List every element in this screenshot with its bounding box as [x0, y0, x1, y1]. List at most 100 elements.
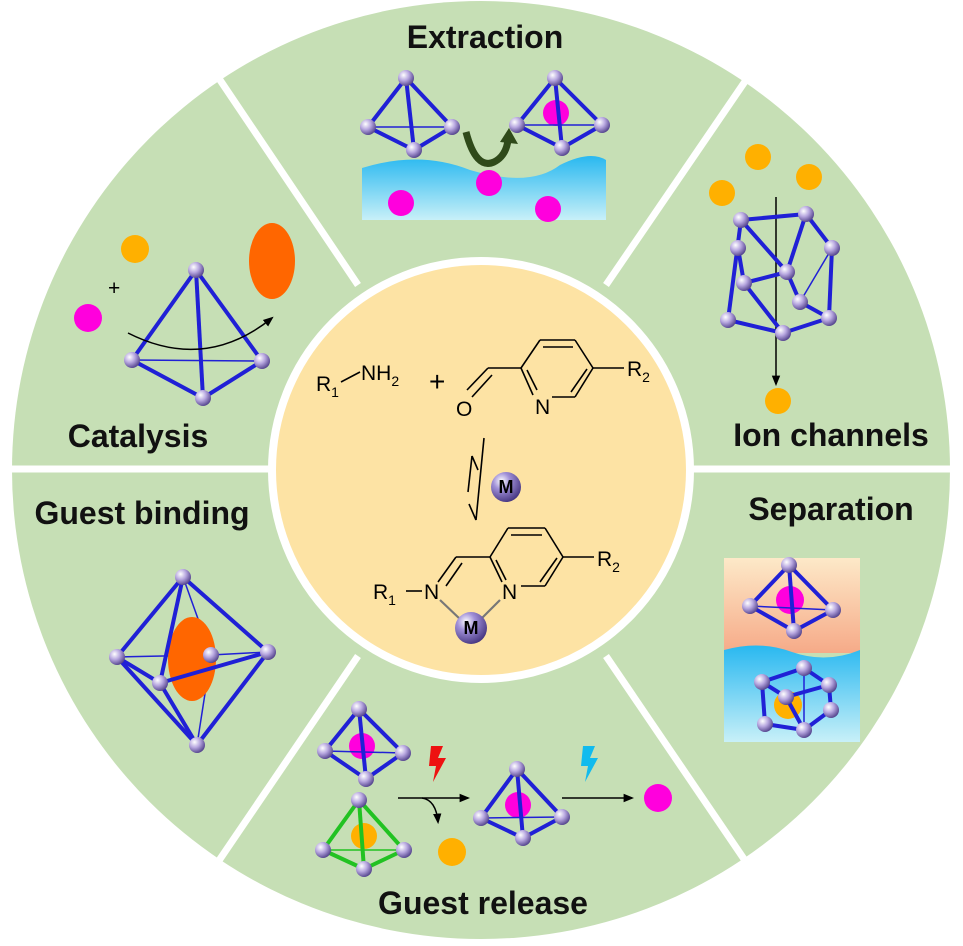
substrate-orange — [121, 235, 149, 263]
imine-complex — [406, 527, 594, 592]
cage-vertex — [315, 842, 331, 858]
label-guest-release: Guest release — [378, 885, 588, 921]
cage-vertex — [730, 240, 746, 256]
chemical-scheme: R1 NH2 + O N R2 M — [316, 339, 650, 644]
cage-vertex — [821, 310, 837, 326]
cage-vertex — [195, 390, 211, 406]
released-ion — [644, 784, 672, 812]
catalysis-panel: + — [74, 223, 295, 406]
pyridine-nitrogen: N — [502, 581, 517, 604]
tetrahedral-cage — [748, 563, 835, 633]
metal-ion-reagent — [491, 472, 521, 502]
cage-vertex — [360, 119, 376, 135]
pyridine-nitrogen: N — [535, 396, 550, 419]
encapsulated-ion — [505, 792, 531, 818]
coordination-bond — [439, 599, 462, 621]
cage-vertex — [733, 212, 749, 228]
guest-binding-panel — [109, 569, 276, 753]
octahedral-cage — [115, 575, 270, 747]
aldehyde-oxygen: O — [456, 398, 472, 421]
cage-vertex — [825, 602, 841, 618]
cage-vertex — [736, 275, 752, 291]
orange-guest — [709, 180, 735, 206]
guest-ion — [476, 170, 502, 196]
cage-vertex — [406, 142, 422, 158]
cage-vertex — [473, 810, 489, 826]
imine-nitrogen: N — [424, 581, 439, 604]
ion-channels-panel — [709, 144, 840, 414]
cage-vertex — [824, 240, 840, 256]
cage-vertex — [786, 623, 802, 639]
cage-vertex — [779, 264, 795, 280]
amine-r1: R1 — [316, 373, 339, 400]
cage-vertex — [821, 677, 837, 693]
plus-sign: + — [108, 277, 120, 300]
cage-vertex — [781, 557, 797, 573]
cage-vertex — [175, 569, 191, 585]
orange-guest — [745, 144, 771, 170]
cage-vertex — [254, 353, 270, 369]
metal-label: M — [499, 477, 514, 497]
curved-arrow — [462, 131, 512, 167]
bound-guest — [168, 617, 216, 701]
cage-vertex — [594, 117, 610, 133]
cage-vertex — [444, 119, 460, 135]
cage-vertex — [152, 675, 168, 691]
equilibrium-arrow-back — [467, 455, 473, 493]
guest-release-panel — [315, 701, 672, 877]
label-extraction: Extraction — [407, 19, 563, 55]
cage-vertex — [396, 842, 412, 858]
product-r2: R2 — [597, 548, 620, 575]
catalysis-arrow — [127, 316, 274, 350]
cage-vertex — [260, 644, 276, 660]
pyridine-aldehyde — [466, 339, 624, 398]
cage-vertex — [398, 70, 414, 86]
orange-guest — [796, 164, 822, 190]
cage-vertex — [742, 598, 758, 614]
stimulus-bolt-blue-icon — [581, 746, 598, 782]
cage-vertex — [317, 743, 333, 759]
cage-vertex — [554, 140, 570, 156]
cage-vertex — [515, 830, 531, 846]
stimulus-bolt-red-icon — [429, 746, 446, 782]
equilibrium-half-head — [471, 455, 479, 471]
label-separation: Separation — [748, 491, 913, 527]
cage-vertex — [509, 761, 525, 777]
cage-vertex — [823, 702, 839, 718]
amine-nh2: NH2 — [361, 362, 399, 389]
amine-bond — [340, 371, 361, 383]
product — [249, 223, 295, 299]
cage-vertex — [757, 716, 773, 732]
extraction-panel — [360, 70, 610, 222]
product-r1: R1 — [373, 581, 396, 608]
cage-vertex — [775, 325, 791, 341]
guest-ion — [535, 196, 561, 222]
label-guest-binding: Guest binding — [34, 495, 249, 531]
encapsulated-ion — [543, 100, 569, 126]
cage-vertex — [796, 722, 812, 738]
cage-vertex — [203, 647, 219, 663]
cage-vertex — [124, 352, 140, 368]
cage-vertex — [796, 660, 812, 676]
label-catalysis: Catalysis — [68, 418, 209, 454]
released-guest — [438, 838, 466, 866]
cage-vertex — [188, 262, 204, 278]
cage-vertex — [109, 649, 125, 665]
release-branch-arrow — [421, 797, 442, 825]
cage-vertex — [792, 294, 808, 310]
cage-vertex — [798, 206, 814, 222]
label-ion-channels: Ion channels — [733, 417, 929, 453]
equilibrium-half-head — [468, 503, 477, 521]
plus-sign: + — [429, 366, 445, 397]
substituent-r2: R2 — [627, 358, 650, 385]
equilibrium-arrow-forward — [475, 437, 485, 521]
cage-vertex — [395, 745, 411, 761]
cage-vertex — [189, 737, 205, 753]
cage-vertex — [554, 809, 570, 825]
segment-dividers — [10, 75, 958, 864]
cage-vertex — [547, 70, 563, 86]
guest-ion — [388, 190, 414, 216]
cage-vertex — [358, 771, 374, 787]
separation-panel — [724, 557, 860, 742]
metal-center — [455, 612, 487, 644]
